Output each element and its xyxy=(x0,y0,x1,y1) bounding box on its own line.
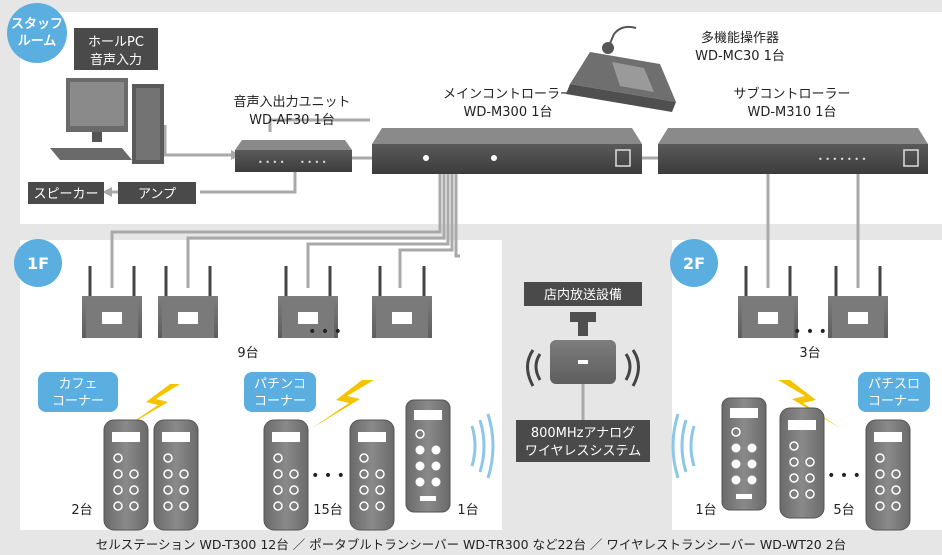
main-controller-name: メインコントローラー xyxy=(443,87,573,102)
wireless-transceiver xyxy=(405,399,451,513)
pachislot-corner-tag: パチスロ コーナー xyxy=(858,372,930,412)
sub-controller-device: • • • • • • • xyxy=(658,128,928,174)
sub-controller-name: サブコントローラー xyxy=(733,86,850,102)
audio-io-unit: • • • • • • • • xyxy=(235,140,352,172)
svg-text:2F: 2F xyxy=(683,254,705,273)
wireless-1f-count: 1台 xyxy=(457,503,478,518)
antenna-1f-count: 9台 xyxy=(237,346,258,361)
wireless-2f-count: 1台 xyxy=(695,503,716,518)
main-controller-model: WD-M300 1台 xyxy=(464,105,553,120)
staff-room-badge: スタッフ ルーム xyxy=(7,3,67,63)
svg-text:スタッフ: スタッフ xyxy=(11,17,63,32)
audio-unit-model: WD-AF30 1台 xyxy=(249,113,335,128)
svg-text:コーナー: コーナー xyxy=(868,394,920,409)
speaker-label: スピーカー xyxy=(28,182,104,204)
svg-text:• • • •: • • • • xyxy=(258,158,285,167)
antenna-ellipsis: • • • xyxy=(308,324,342,340)
hall-pc-computer xyxy=(50,78,164,164)
cell-station-handset xyxy=(779,407,825,519)
wireless-transceiver xyxy=(721,397,767,511)
svg-text:音声入力: 音声入力 xyxy=(90,52,142,68)
svg-text:• • • • • • •: • • • • • • • xyxy=(818,155,866,164)
pachinko-corner-tag: パチンコ コーナー xyxy=(244,372,316,412)
cafe-count: 2台 xyxy=(71,503,92,518)
svg-text:店内放送設備: 店内放送設備 xyxy=(544,287,622,303)
antenna-2f-ellipsis: • • • xyxy=(793,324,827,340)
svg-text:ワイヤレスシステム: ワイヤレスシステム xyxy=(525,444,641,459)
antenna-2f-count: 3台 xyxy=(799,346,820,361)
floor1-badge: 1F xyxy=(14,239,62,287)
radio-wave-icon xyxy=(470,413,495,479)
svg-text:ルーム: ルーム xyxy=(18,34,57,49)
cell-station-handset xyxy=(349,419,395,531)
wiring xyxy=(108,118,860,420)
svg-text:• • • •: • • • • xyxy=(300,158,327,167)
broadcast-speaker-device xyxy=(526,312,640,387)
floor2-badge: 2F xyxy=(670,239,718,287)
svg-text:パチスロ: パチスロ xyxy=(868,377,920,392)
amp-label: アンプ xyxy=(118,182,196,204)
svg-text:800MHzアナログ: 800MHzアナログ xyxy=(531,426,635,441)
audio-unit-name: 音声入出力ユニット xyxy=(233,94,350,110)
sub-controller-model: WD-M310 1台 xyxy=(748,105,837,120)
analog-system-label: 800MHzアナログ ワイヤレスシステム xyxy=(516,420,650,462)
handset-ellipsis: • • • xyxy=(311,468,345,484)
svg-text:コーナー: コーナー xyxy=(254,394,306,409)
svg-text:アンプ: アンプ xyxy=(138,187,176,202)
svg-text:パチンコ: パチンコ xyxy=(254,377,306,392)
store-broadcast-label: 店内放送設備 xyxy=(524,282,642,306)
radio-wave-icon xyxy=(671,413,696,479)
console-device xyxy=(566,25,676,112)
cafe-corner-tag: カフェ コーナー xyxy=(38,372,118,412)
pachislot-count: 5台 xyxy=(833,503,854,518)
console-name: 多機能操作器 xyxy=(701,30,779,46)
svg-text:カフェ: カフェ xyxy=(58,377,97,392)
cell-station-handset xyxy=(865,419,911,531)
cell-station-handset xyxy=(263,419,309,531)
svg-text:ホールPC: ホールPC xyxy=(88,35,144,50)
console-model: WD-MC30 1台 xyxy=(695,49,785,64)
handset-2f-ellipsis: • • • xyxy=(827,468,861,484)
hall-pc-label: ホールPC 音声入力 xyxy=(74,28,158,70)
cell-station-handset xyxy=(103,419,149,531)
main-controller-device xyxy=(372,128,642,174)
svg-text:スピーカー: スピーカー xyxy=(33,187,98,202)
footer-summary: セルステーション WD-T300 12台 ／ ポータブルトランシーバー WD-T… xyxy=(96,537,846,552)
svg-text:1F: 1F xyxy=(27,254,49,273)
pachinko-count: 15台 xyxy=(313,503,343,518)
cell-station-handset xyxy=(153,419,199,531)
svg-text:コーナー: コーナー xyxy=(52,394,104,409)
